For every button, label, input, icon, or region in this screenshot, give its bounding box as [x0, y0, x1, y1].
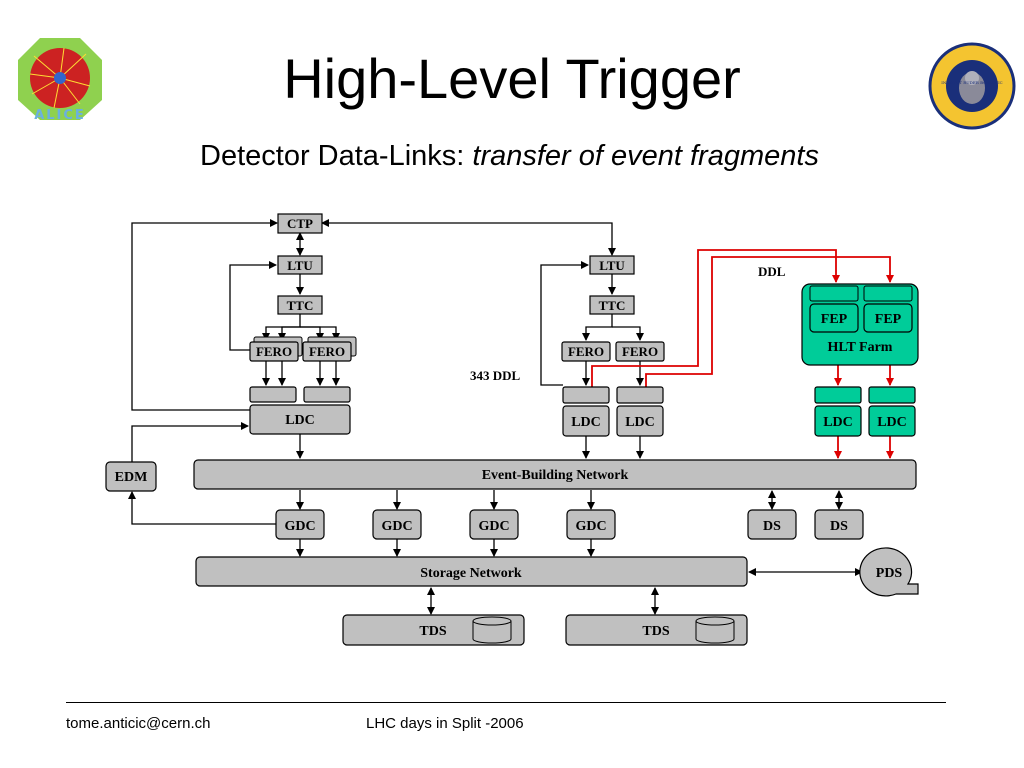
hlt-ldc-label-1: LDC [823, 415, 853, 430]
ltu-box-right: LTU [589, 255, 635, 275]
tds-box-1: TDS [342, 614, 525, 646]
ds-box-2: DS [814, 509, 864, 540]
institute-logo [928, 42, 1016, 130]
gdc-box-4: GDC [566, 509, 616, 540]
ldc-input-right-1 [562, 386, 610, 404]
ttc-box-left: TTC [277, 295, 323, 315]
ltu-box-left: LTU [277, 255, 323, 275]
fero-box-left-2: FERO [302, 336, 357, 362]
disk-icon [472, 616, 512, 644]
ldc-label-right-2: LDC [625, 415, 655, 430]
hlt-ldc-input-1 [814, 386, 862, 404]
page-title: High-Level Trigger [283, 47, 741, 110]
edm-box: EDM [105, 461, 157, 492]
event-building-network: Event-Building Network [193, 459, 917, 490]
pds-label: PDS [876, 566, 903, 581]
ddl-label: DDL [758, 264, 786, 279]
ldc-input-left-2 [303, 386, 351, 403]
hlt-farm-label: HLT Farm [828, 340, 893, 355]
gdc-box-1: GDC [275, 509, 325, 540]
fep-label-2: FEP [875, 312, 902, 327]
event-building-network-label: Event-Building Network [482, 468, 629, 483]
edm-label: EDM [115, 470, 148, 485]
ds-label-2: DS [830, 519, 848, 534]
ds-label-1: DS [763, 519, 781, 534]
hlt-ldc-box-2: LDC [868, 405, 916, 437]
fero-label-left-1: FERO [256, 344, 292, 359]
subtitle-italic: transfer of event fragments [472, 140, 819, 172]
ltu-label-right: LTU [599, 258, 625, 273]
fero-box-right-2: FERO [615, 341, 665, 362]
hlt-ldc-box-1: LDC [814, 405, 862, 437]
footer-divider [66, 702, 946, 703]
hlt-ldc-input-2 [868, 386, 916, 404]
tds-box-2: TDS [565, 614, 748, 646]
gdc-box-2: GDC [372, 509, 422, 540]
gdc-label-1: GDC [284, 519, 315, 534]
ldc-input-left-1 [249, 386, 297, 403]
ds-box-1: DS [747, 509, 797, 540]
alice-logo [14, 36, 106, 122]
gdc-label-2: GDC [381, 519, 412, 534]
ctp-box: CTP [277, 213, 323, 234]
ldc-box-right-1: LDC [562, 405, 610, 437]
alice-logo-text: ALICE [34, 108, 86, 123]
tds-label-2: TDS [642, 624, 669, 639]
gdc-label-3: GDC [478, 519, 509, 534]
fero-label-right-1: FERO [568, 344, 604, 359]
fero-box-right-1: FERO [561, 341, 611, 362]
gdc-box-3: GDC [469, 509, 519, 540]
ldc-label-right-1: LDC [571, 415, 601, 430]
fero-box-left-1: FERO [249, 336, 303, 362]
fero-label-right-2: FERO [622, 344, 658, 359]
gdc-label-4: GDC [575, 519, 606, 534]
ddl-343-label: 343 DDL [470, 368, 521, 383]
ttc-box-right: TTC [589, 295, 635, 315]
hlt-farm: FEP FEP HLT Farm [801, 283, 919, 366]
ttc-label-right: TTC [599, 298, 626, 313]
ldc-input-right-2 [616, 386, 664, 404]
subtitle-prefix: Detector Data-Links: [200, 140, 473, 172]
fep-label-1: FEP [821, 312, 848, 327]
ldc-label-left: LDC [285, 413, 315, 428]
ldc-box-right-2: LDC [616, 405, 664, 437]
ttc-label-left: TTC [287, 298, 314, 313]
pds-shape: PDS [859, 547, 919, 597]
tds-label-1: TDS [419, 624, 446, 639]
disk-icon [695, 616, 735, 644]
footer-email: tome.anticic@cern.ch [66, 715, 211, 732]
storage-network: Storage Network [195, 556, 748, 587]
fero-label-left-2: FERO [309, 344, 345, 359]
ldc-box-left: LDC [249, 404, 351, 435]
ctp-label: CTP [287, 216, 313, 231]
ltu-label-left: LTU [287, 258, 313, 273]
institute-logo-text: INSTITUT RUDER BOSKOVIC [941, 80, 1003, 85]
storage-network-label: Storage Network [420, 566, 522, 581]
hlt-ldc-label-2: LDC [877, 415, 907, 430]
footer-event: LHC days in Split -2006 [366, 715, 524, 732]
page-subtitle: Detector Data-Links: transfer of event f… [200, 140, 819, 173]
